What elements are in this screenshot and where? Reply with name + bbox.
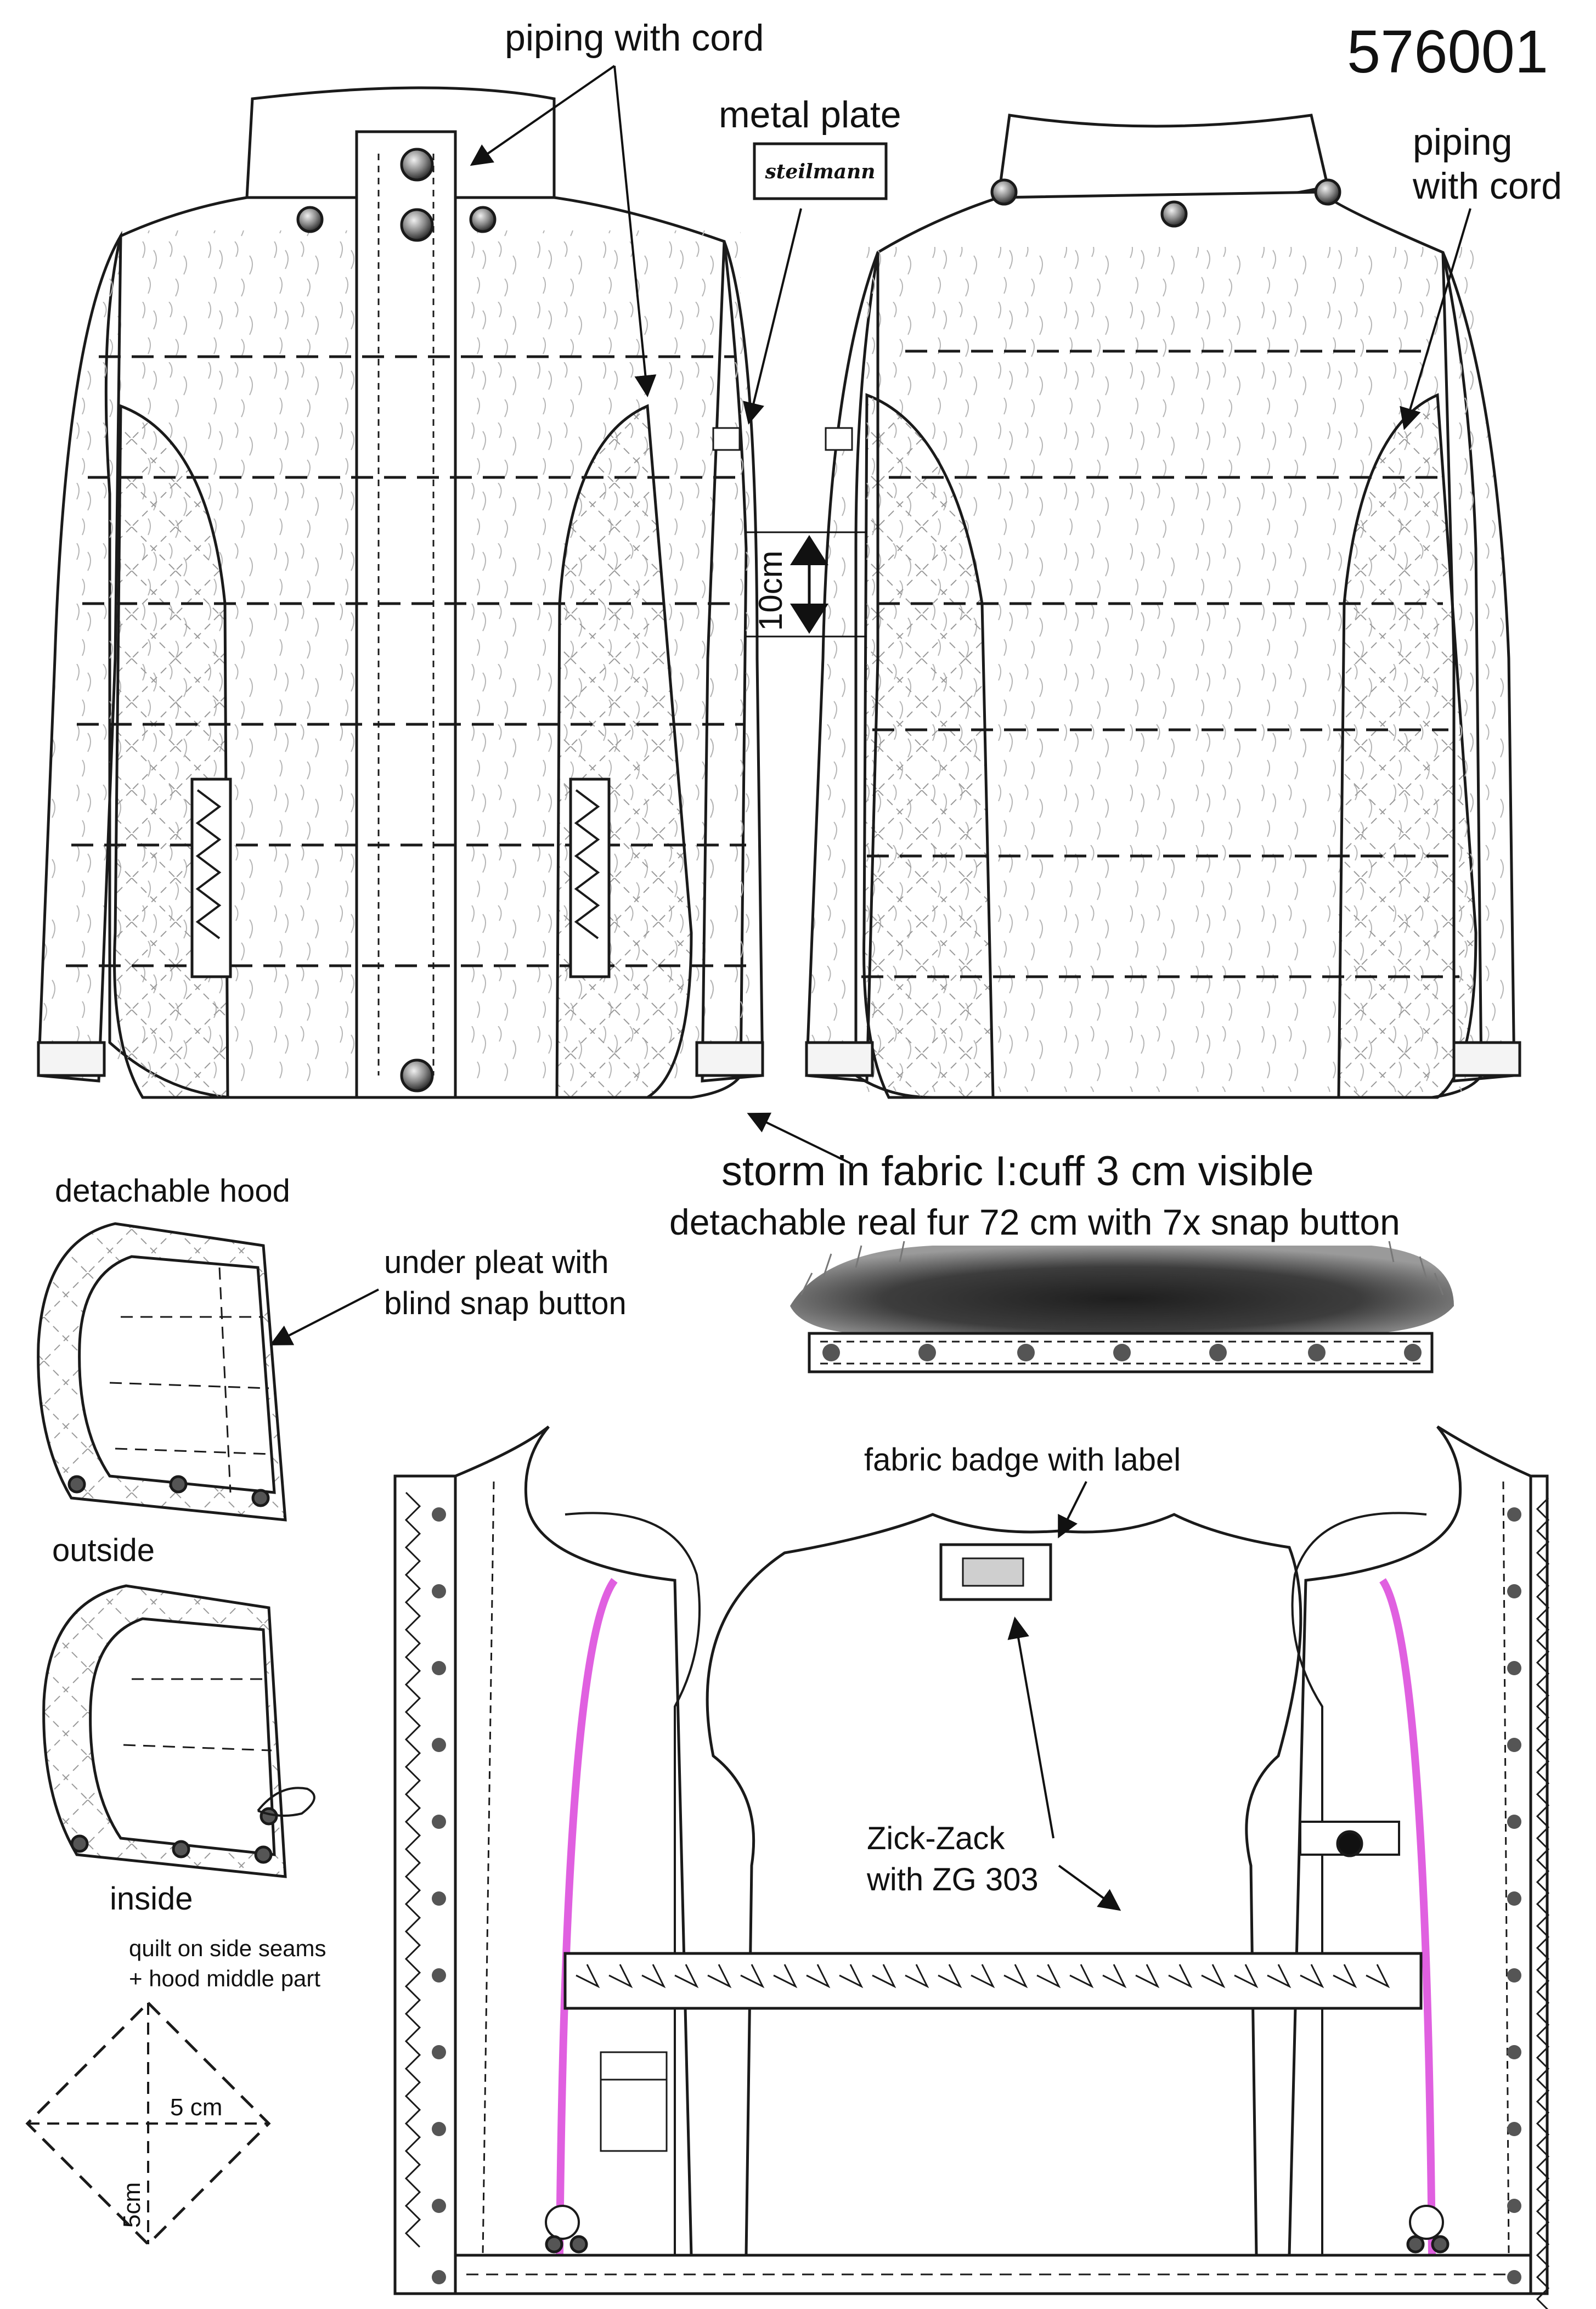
quilt-diagram: quilt on side seams + hood middle part 5… bbox=[25, 1935, 326, 2246]
collar-snap-button bbox=[296, 206, 324, 233]
storm-cuff-label: storm in fabric I:cuff 3 cm visible bbox=[721, 1148, 1314, 1195]
fur-snap-button bbox=[918, 1344, 936, 1361]
metal-plate bbox=[753, 142, 888, 200]
front-placket bbox=[355, 130, 457, 1099]
drawcord-toggle bbox=[545, 2205, 580, 2240]
fabric-badge bbox=[939, 1543, 1052, 1601]
hood-outside-label: outside bbox=[52, 1533, 155, 1568]
piping-back-label-1: piping bbox=[1413, 121, 1513, 163]
hood-title: detachable hood bbox=[55, 1173, 290, 1209]
front-cuff-left bbox=[37, 1041, 106, 1077]
front-quilt-lines bbox=[66, 355, 746, 967]
back-sleeve-right bbox=[1441, 252, 1516, 1083]
back-cuff-left bbox=[805, 1041, 874, 1077]
hood-inside-label: inside bbox=[110, 1881, 193, 1917]
fur-snap-button bbox=[1308, 1344, 1326, 1361]
under-pleat-label-1: under pleat with bbox=[384, 1244, 608, 1280]
back-cuff-right bbox=[1452, 1041, 1521, 1077]
style-number: 576001 bbox=[1347, 18, 1548, 86]
lining-callouts: fabric badge with label Zick-Zack with Z… bbox=[864, 1442, 1181, 1911]
fur-trim-label: detachable real fur 72 cm with 7x snap b… bbox=[669, 1202, 1400, 1242]
top-callouts: piping with cord metal plate steilmann p… bbox=[470, 17, 1562, 1242]
front-sleeve-left bbox=[37, 230, 122, 1083]
lining-back bbox=[706, 1513, 1302, 2257]
right-facing bbox=[1529, 1474, 1549, 2295]
front-view bbox=[37, 86, 764, 1099]
quilt-note-2: + hood middle part bbox=[129, 1966, 320, 1991]
back-collar-snap-button bbox=[990, 178, 1018, 206]
fur-snap-button bbox=[1113, 1344, 1131, 1361]
hood-outside-drawing bbox=[37, 1222, 287, 1522]
front-snap-button bbox=[400, 148, 434, 182]
back-collar-snap-button bbox=[1160, 200, 1188, 228]
left-facing bbox=[393, 1474, 457, 2295]
hood-inside-drawing bbox=[42, 1584, 315, 1878]
quilt-note-1: quilt on side seams bbox=[129, 1935, 326, 1961]
fur-snap-button bbox=[1404, 1344, 1422, 1361]
back-quilt-lines bbox=[861, 350, 1459, 978]
quilt-v-label: 5cm bbox=[119, 2182, 145, 2228]
fur-snap-button bbox=[1209, 1344, 1227, 1361]
zigzag-label-2: with ZG 303 bbox=[866, 1862, 1039, 1897]
lining-view bbox=[393, 1425, 1550, 2309]
hood-section: detachable hood under pleat with blind s… bbox=[37, 1173, 627, 1917]
collar-snap-button bbox=[469, 206, 497, 233]
badge-label: fabric badge with label bbox=[864, 1442, 1181, 1478]
fur-snap-button bbox=[822, 1344, 840, 1361]
zigzag-label-1: Zick-Zack bbox=[867, 1821, 1005, 1856]
fur-body bbox=[790, 1246, 1454, 1334]
piping-back-label-2: with cord bbox=[1412, 165, 1562, 207]
metal-plate-label: metal plate bbox=[719, 94, 901, 136]
quilt-h-label: 5 cm bbox=[170, 2094, 222, 2121]
back-view bbox=[805, 114, 1521, 1099]
piping-front-label: piping with cord bbox=[505, 17, 764, 59]
drawcord-toggle bbox=[1409, 2205, 1444, 2240]
fur-snap-button bbox=[1017, 1344, 1035, 1361]
sleeve-plate-front bbox=[712, 427, 741, 451]
metal-plate-brand: steilmann bbox=[765, 160, 876, 183]
front-snap-button bbox=[400, 208, 434, 242]
back-collar-snap-button bbox=[1314, 178, 1341, 206]
sleeve-plate-back bbox=[825, 427, 853, 451]
facing-snaps bbox=[432, 1507, 1521, 2284]
back-sleeve-left bbox=[805, 252, 879, 1083]
under-pleat-label-2: blind snap button bbox=[384, 1286, 627, 1321]
front-snap-button bbox=[400, 1058, 434, 1092]
lining-front-right bbox=[1288, 1425, 1532, 2257]
fur-trim bbox=[790, 1241, 1454, 1373]
front-cuff-right bbox=[695, 1041, 764, 1077]
measure-10cm: 10cm bbox=[752, 550, 789, 631]
